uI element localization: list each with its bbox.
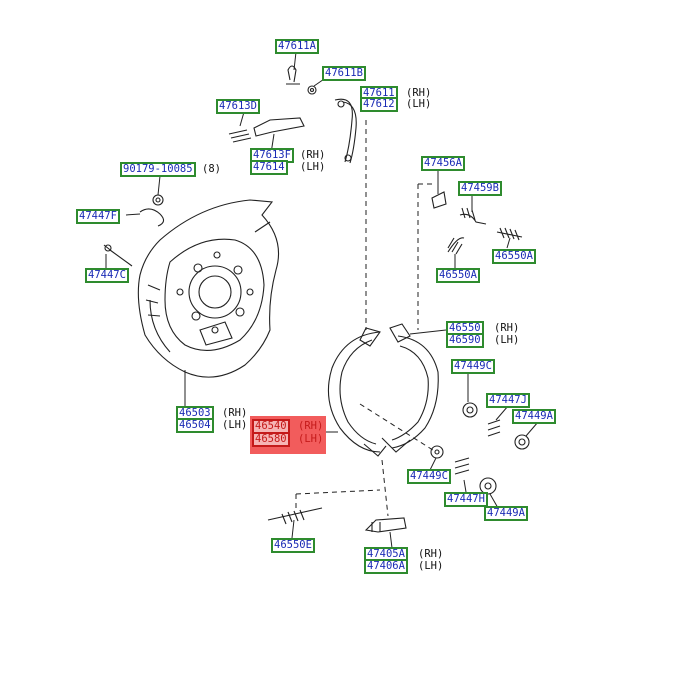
brake-shoe-outline [327, 331, 381, 453]
side-rh: (RH) [494, 322, 520, 334]
part-label-47614[interactable]: 47614 [250, 160, 288, 175]
part-label-46590[interactable]: 46590 [446, 333, 484, 348]
part-label-46550A[interactable]: 46550A [436, 268, 480, 283]
quantity-8: (8) [202, 163, 221, 175]
part-label-46504[interactable]: 46504 [176, 418, 214, 433]
part-label-47447H[interactable]: 47447H [444, 492, 488, 507]
backing-plate-inner-ring [164, 238, 265, 351]
part-label-47406A[interactable]: 47406A [364, 559, 408, 574]
backing-plate-hub [188, 265, 242, 319]
side-lh: (LH) [298, 433, 324, 445]
side-lh: (LH) [300, 161, 326, 173]
part-label-47449C[interactable]: 47449C [451, 359, 495, 374]
side-rh: (RH) [300, 149, 326, 161]
part-label-46550E[interactable]: 46550E [271, 538, 315, 553]
part-label-47447J[interactable]: 47447J [486, 393, 530, 408]
side-rh: (RH) [298, 420, 324, 432]
part-label-47612[interactable]: 47612 [360, 97, 398, 112]
side-lh: (LH) [418, 560, 444, 572]
backing-plate-outline [137, 199, 280, 378]
part-label-90179-10085[interactable]: 90179-10085 [120, 162, 196, 177]
side-lh: (LH) [222, 419, 248, 431]
part-label-46580[interactable]: 46580 [252, 432, 290, 447]
part-label-47447F[interactable]: 47447F [76, 209, 120, 224]
side-rh: (RH) [418, 548, 444, 560]
part-label-47456A[interactable]: 47456A [421, 156, 465, 171]
part-label-46550A[interactable]: 46550A [492, 249, 536, 264]
part-label-47449A[interactable]: 47449A [484, 506, 528, 521]
part-label-47611B[interactable]: 47611B [322, 66, 366, 81]
part-label-47611A[interactable]: 47611A [275, 39, 319, 54]
side-lh: (LH) [494, 334, 520, 346]
side-rh: (RH) [406, 87, 432, 99]
part-label-47447C[interactable]: 47447C [85, 268, 129, 283]
part-label-47613D[interactable]: 47613D [216, 99, 260, 114]
part-label-47459B[interactable]: 47459B [458, 181, 502, 196]
part-label-47449A[interactable]: 47449A [512, 409, 556, 424]
part-label-47449C[interactable]: 47449C [407, 469, 451, 484]
side-lh: (LH) [406, 98, 432, 110]
side-rh: (RH) [222, 407, 248, 419]
